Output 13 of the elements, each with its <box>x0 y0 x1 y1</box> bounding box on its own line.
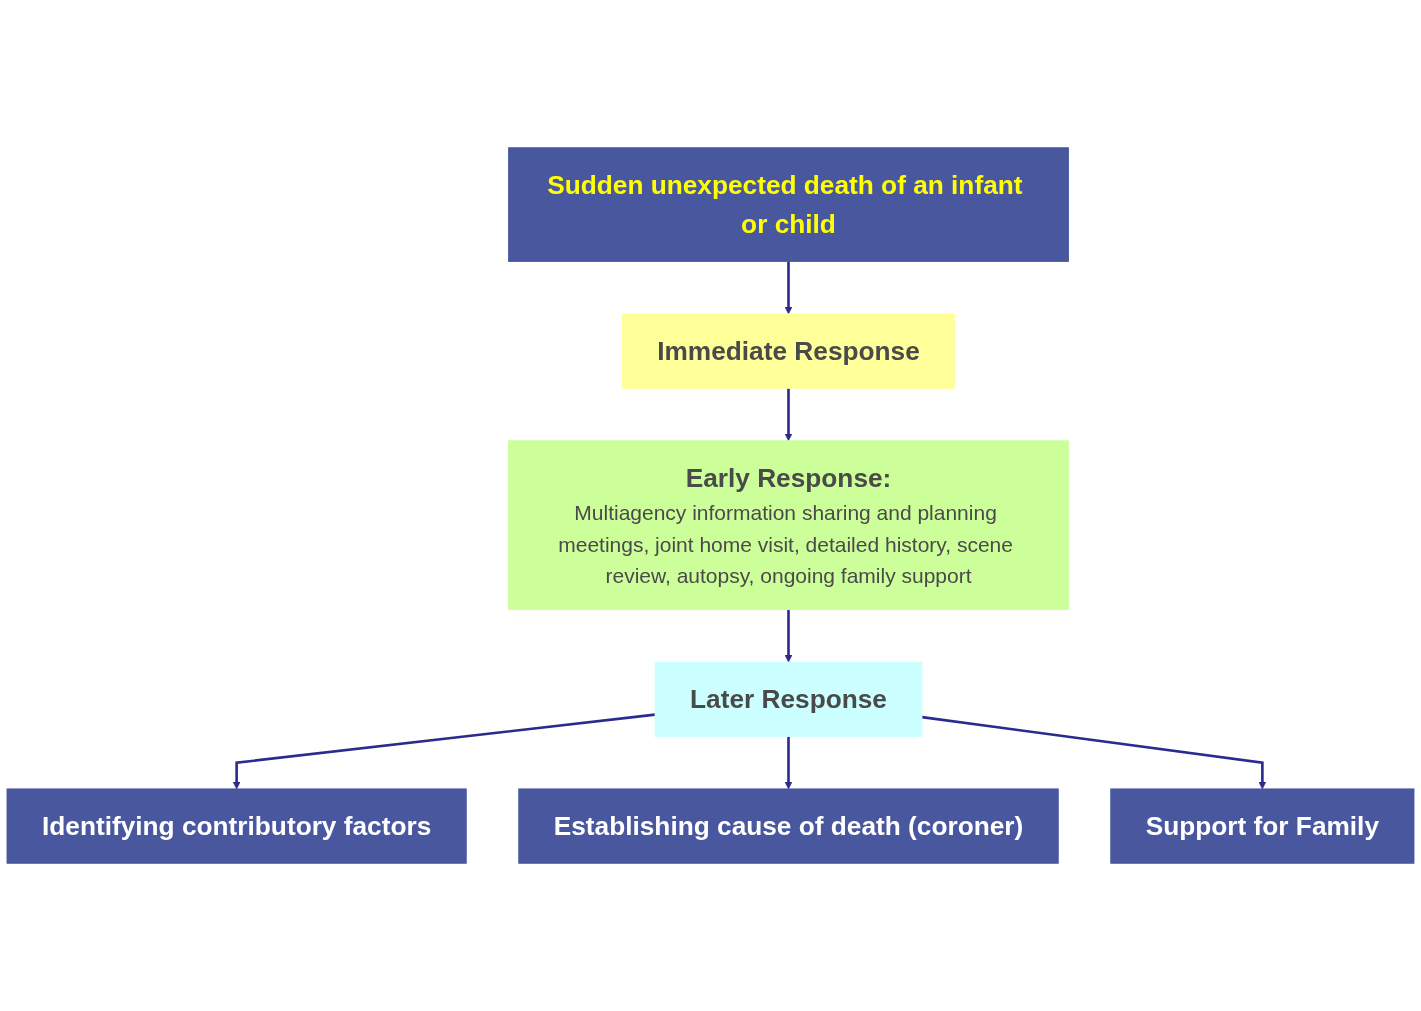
node-box: Later Response <box>654 661 923 737</box>
node-box: Support for Family <box>1110 788 1415 864</box>
node-box: Immediate Response <box>621 313 956 389</box>
node-box: Early Response: Multiagency information sharing and planning meetings, joint home visit, detailed history, scene review, autopsy, ongoing family support <box>508 440 1069 611</box>
arrow <box>784 388 793 442</box>
arrow <box>784 736 793 790</box>
arrow <box>784 261 793 315</box>
node-box: Sudden unexpected death of an infant or child <box>508 147 1069 262</box>
node-box: Establishing cause of death (coroner) <box>518 788 1059 864</box>
arrow <box>784 609 793 663</box>
node-box: Identifying contributory factors <box>6 788 467 864</box>
arrow <box>232 713 656 790</box>
arrow <box>921 715 1267 790</box>
